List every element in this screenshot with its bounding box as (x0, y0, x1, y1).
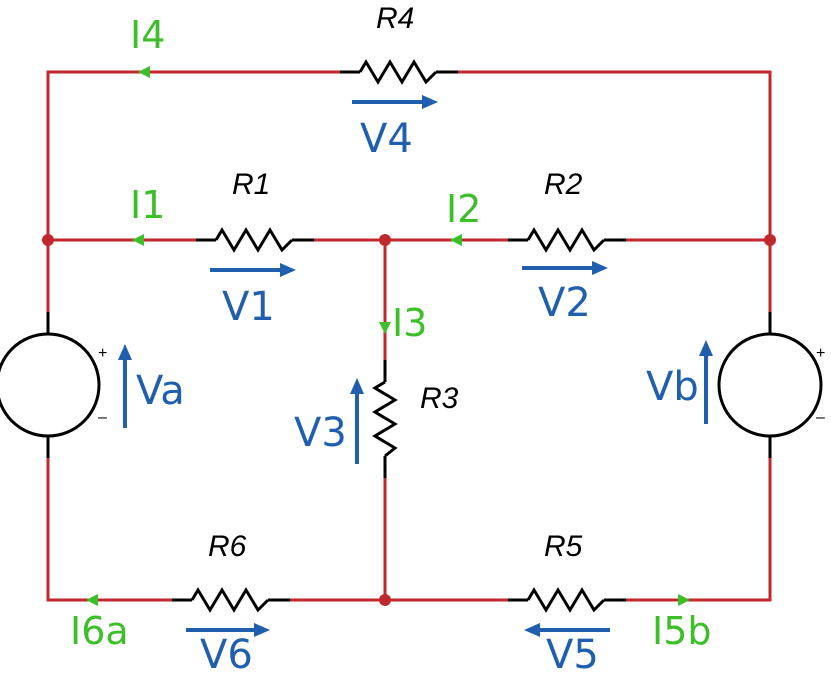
voltage-arrow-v2 (522, 261, 608, 275)
source-b-plus-sign: + (816, 345, 825, 362)
voltage-arrow-v6 (186, 623, 270, 637)
current-arrow-i3 (379, 322, 391, 334)
label-i2: I2 (446, 187, 481, 231)
node-left (42, 234, 54, 246)
label-v6: V6 (200, 632, 253, 673)
resistor-r1 (214, 227, 294, 253)
voltage-arrow-v4 (352, 95, 438, 109)
source-a-minus-sign: – (98, 409, 107, 426)
label-v2: V2 (538, 280, 591, 326)
wire-top-right (458, 70, 772, 240)
label-r4: R4 (376, 2, 414, 35)
source-a-plus-sign: + (98, 345, 107, 362)
node-bottom (379, 594, 391, 606)
label-i5b: I5b (652, 609, 712, 653)
label-r2: R2 (544, 168, 583, 201)
label-v3: V3 (294, 410, 347, 456)
label-v5: V5 (546, 632, 599, 673)
source-b-minus-sign: – (816, 409, 825, 426)
current-arrow-i6a (86, 594, 98, 606)
label-r6: R6 (208, 530, 247, 563)
current-arrow-i4 (138, 66, 150, 78)
resistor-r3 (372, 380, 398, 458)
wires (46, 70, 772, 602)
label-vb: Vb (646, 364, 699, 410)
label-r5: R5 (544, 530, 583, 563)
node-right (764, 234, 776, 246)
label-va: Va (136, 368, 185, 414)
voltage-source-a (0, 332, 101, 438)
resistor-r2 (526, 227, 606, 253)
label-v4: V4 (360, 116, 413, 162)
label-i4: I4 (130, 13, 165, 57)
label-i1: I1 (130, 183, 165, 227)
voltage-arrow-v5 (524, 623, 610, 637)
voltage-arrow-v3 (350, 378, 364, 464)
current-arrow-i2 (450, 234, 462, 246)
resistor-r6 (190, 587, 270, 613)
voltage-source-b (717, 332, 823, 438)
label-r3: R3 (420, 382, 459, 415)
voltage-arrow-vb (699, 340, 713, 424)
node-center (379, 234, 391, 246)
voltage-arrow-va (118, 344, 132, 428)
resistor-r5 (526, 587, 606, 613)
label-i6a: I6a (70, 609, 129, 653)
current-arrow-i5b (678, 594, 690, 606)
label-v1: V1 (222, 284, 275, 330)
voltage-arrow-v1 (210, 263, 296, 277)
wire-top (46, 70, 340, 240)
label-i3: I3 (392, 301, 427, 345)
wire-right-lower (626, 458, 772, 602)
resistor-r4 (358, 59, 438, 85)
current-arrow-i1 (132, 234, 144, 246)
component-leads (46, 70, 772, 602)
label-r1: R1 (232, 168, 270, 201)
wire-left-lower (46, 458, 172, 602)
